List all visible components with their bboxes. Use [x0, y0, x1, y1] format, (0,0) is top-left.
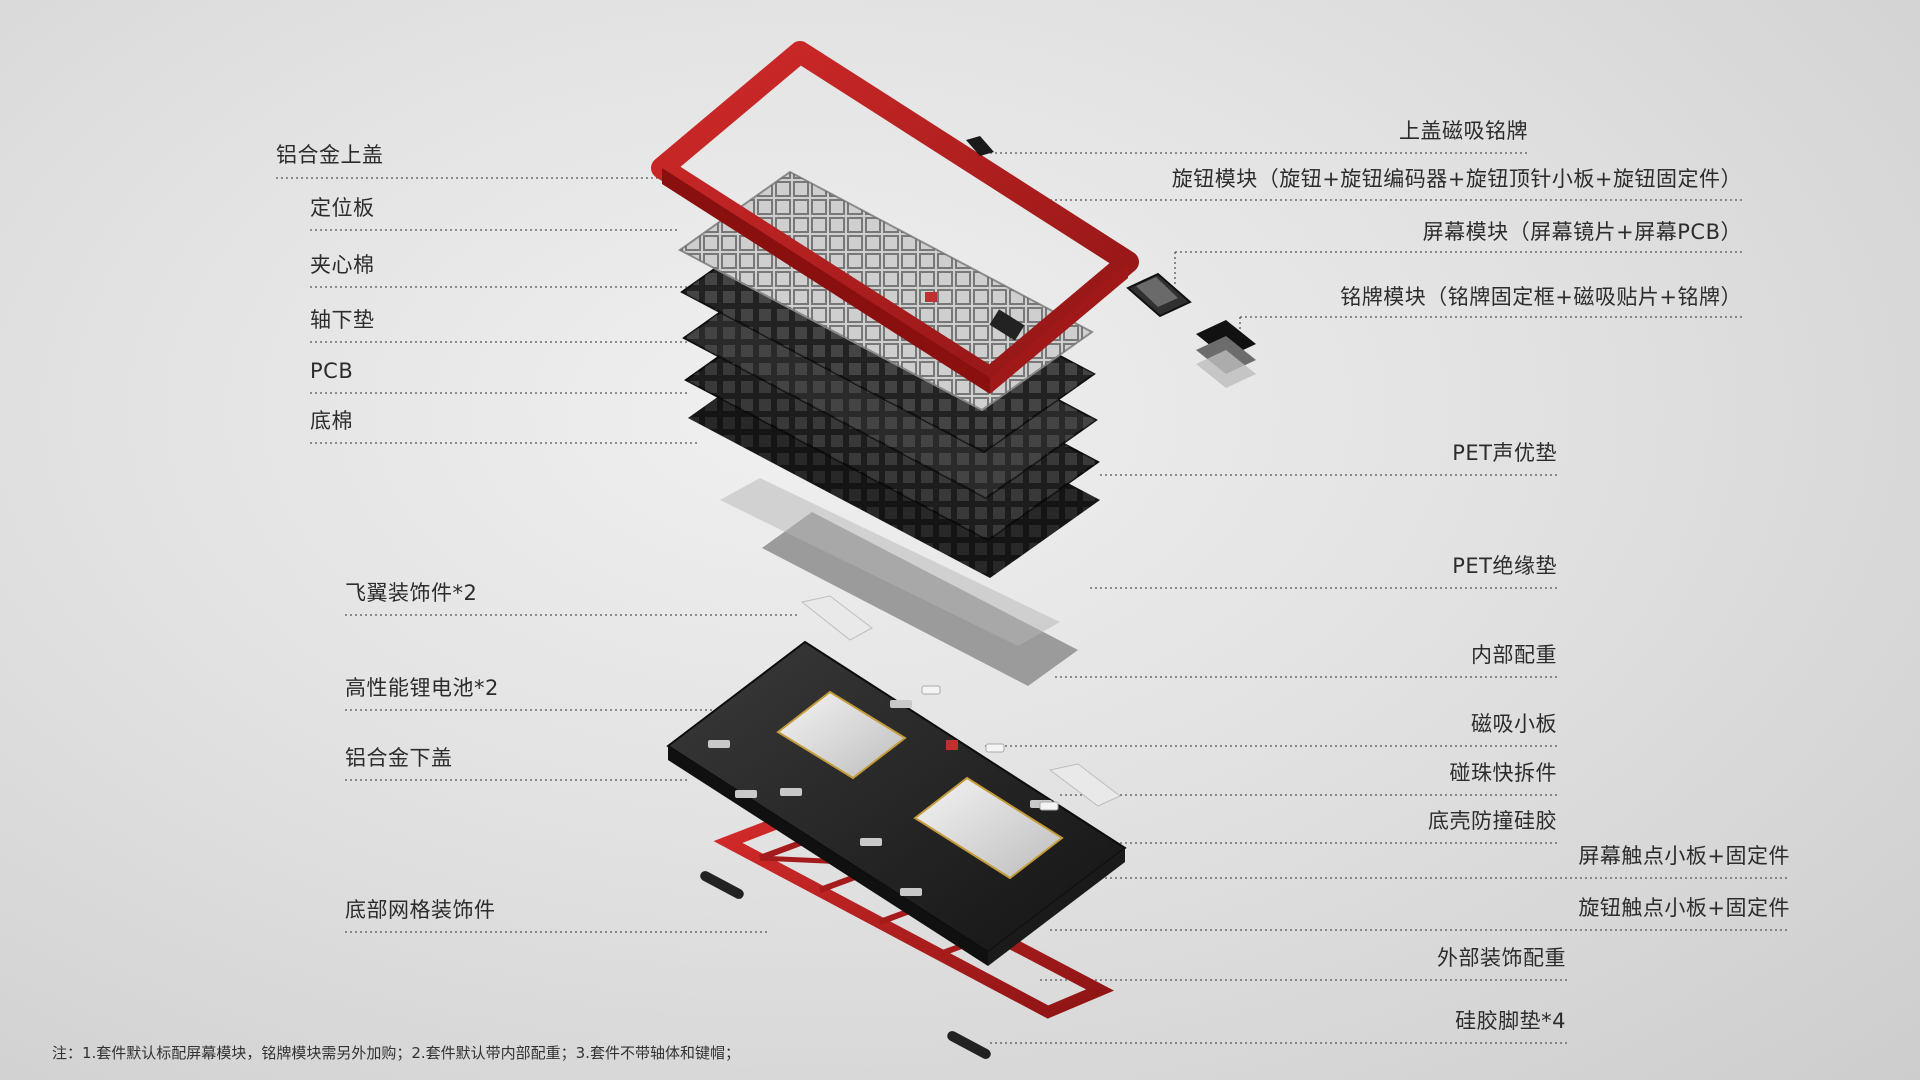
label-knob-module: 旋钮模块（旋钮+旋钮编码器+旋钮顶针小板+旋钮固定件） — [1171, 167, 1742, 191]
label-screen-module: 屏幕模块（屏幕镜片+屏幕PCB） — [1422, 220, 1742, 244]
magnetic-badge — [966, 136, 994, 156]
label-pcb: PCB — [310, 359, 354, 383]
battery-2 — [913, 776, 1064, 880]
leader-lines — [276, 152, 1790, 1044]
label-ball-quick-release: 碰珠快拆件 — [1449, 761, 1557, 785]
label-nameplate-module: 铭牌模块（铭牌固定框+磁吸贴片+铭牌） — [1340, 285, 1742, 309]
wing-decorations — [800, 595, 1121, 807]
silicone-feet — [700, 871, 991, 1059]
label-magnetic-board: 磁吸小板 — [1471, 712, 1557, 736]
label-top-aluminum-case: 铝合金上盖 — [276, 143, 384, 167]
small-parts — [921, 685, 1059, 811]
bottom-case — [666, 640, 1127, 966]
label-magnetic-badge: 上盖磁吸铭牌 — [1399, 119, 1528, 143]
label-bottom-mesh-decoration: 底部网格装饰件 — [345, 898, 496, 922]
label-external-weight: 外部装饰配重 — [1437, 946, 1566, 970]
top-case — [651, 41, 1139, 394]
label-bottom-aluminum-case: 铝合金下盖 — [345, 746, 453, 770]
label-switch-pad: 轴下垫 — [310, 308, 375, 332]
label-screen-contact-board: 屏幕触点小板+固定件 — [1578, 844, 1790, 868]
positioning-plate — [678, 170, 1094, 412]
nameplate-module — [1196, 320, 1256, 388]
label-pet-acoustic-pad: PET声优垫 — [1452, 441, 1557, 465]
label-lithium-battery: 高性能锂电池*2 — [345, 676, 499, 700]
label-sandwich-foam: 夹心棉 — [310, 253, 375, 277]
label-pet-insulation-pad: PET绝缘垫 — [1452, 554, 1557, 578]
battery-1 — [776, 690, 907, 780]
label-bottom-foam: 底棉 — [310, 409, 353, 433]
footnote: 注：1.套件默认标配屏幕模块，铭牌模块需另外加购；2.套件默认带内部配重；3.套… — [52, 1044, 740, 1062]
label-wing-decoration: 飞翼装饰件*2 — [345, 581, 478, 605]
label-positioning-plate: 定位板 — [310, 196, 375, 220]
label-internal-weight: 内部配重 — [1471, 643, 1557, 667]
screen-module — [1126, 272, 1192, 318]
label-knob-contact-board: 旋钮触点小板+固定件 — [1578, 896, 1790, 920]
label-case-silicone-bumper: 底壳防撞硅胶 — [1428, 809, 1557, 833]
label-silicone-feet: 硅胶脚垫*4 — [1455, 1009, 1566, 1033]
pet-insulation-layer — [720, 478, 1078, 686]
